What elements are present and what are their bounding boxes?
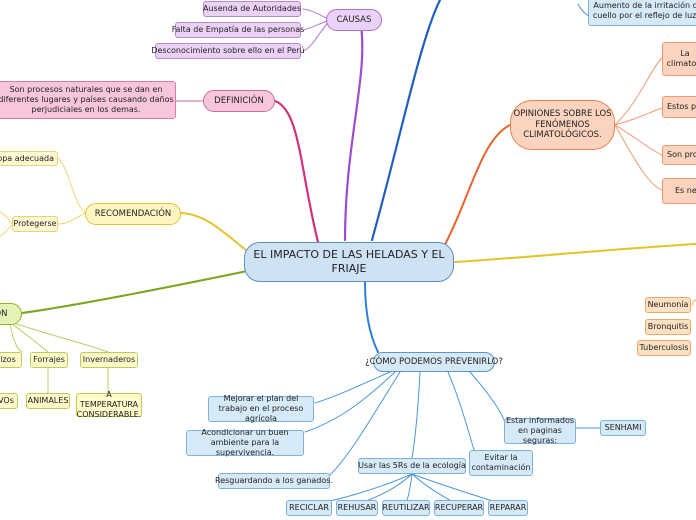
erre-item[interactable]: REPARAR [488,500,528,516]
left-branch-subitem[interactable]: A TEMPERATURA CONSIDERABLE. [76,390,142,419]
enfermedad-item[interactable]: Tuberculosis [637,340,691,356]
left-branch-item[interactable]: Invernaderos [80,352,138,368]
prevenir-item[interactable]: Mejorar el plan del trabajo en el proces… [208,394,314,423]
prevenir-item[interactable]: Resguardando a los ganados. [215,473,333,489]
causas-topic[interactable]: CAUSAS [326,9,382,31]
definicion-text[interactable]: Son procesos naturales que se dan en dif… [0,81,176,119]
left-branch-topic[interactable]: ÓN [0,303,22,325]
opinion-item[interactable]: Son proc [662,145,696,165]
causa-item[interactable]: Desconocimiento sobre ello en el Perú [151,43,305,59]
erre-item[interactable]: RECUPERAR [434,500,484,516]
left-branch-item[interactable]: izos [0,352,22,368]
opiniones-topic[interactable]: OPINIONES SOBRE LOS FENÓMENOS CLIMATOLÓG… [510,100,615,150]
prevenir-item[interactable]: Acondicionar un buen ambiente para la su… [186,428,304,457]
left-branch-subitem[interactable]: ANIMALES [26,393,70,409]
opinion-item[interactable]: La climatolo [662,42,696,76]
central-topic[interactable]: EL IMPACTO DE LAS HELADAS Y EL FRIAJE [244,242,454,282]
prevenir-item[interactable]: Evitar la contaminación [469,450,533,476]
recomendacion-topic[interactable]: RECOMENDACIÓN [85,203,181,225]
left-branch-subitem[interactable]: VOs [0,393,18,409]
prevenir-item[interactable]: Usar las 5Rs de la ecología [358,458,466,474]
definicion-topic[interactable]: DEFINICIÓN [203,90,275,112]
recomendacion-item[interactable]: Ropa adecuada [0,151,58,166]
recomendacion-item[interactable]: Protegerse [12,216,58,232]
causa-item[interactable]: Ausenda de Autoridades [203,1,301,17]
enfermedad-item[interactable]: Neumonía [645,297,691,313]
opinion-item[interactable]: Es nec [662,178,696,204]
erre-item[interactable]: REHUSAR [336,500,378,516]
prevenir-item[interactable]: Estar informados en paginas seguras: [504,416,576,445]
prevenir-topic[interactable]: ¿CÓMO PODEMOS PREVENIRLO? [365,352,503,372]
left-branch-item[interactable]: Forrajes [30,352,68,368]
enfermedad-item[interactable]: Bronquitis [645,319,691,335]
efecto-top-item[interactable]: Aumento de la irritación de cuello por e… [588,0,696,26]
erre-item[interactable]: RECICLAR [286,500,332,516]
senhami-item[interactable]: SENHAMI [600,420,646,436]
erre-item[interactable]: REUTILIZAR [382,500,430,516]
causa-item[interactable]: Falta de Empatía de las personas [172,22,304,38]
opinion-item[interactable]: Estos pro [662,96,696,118]
